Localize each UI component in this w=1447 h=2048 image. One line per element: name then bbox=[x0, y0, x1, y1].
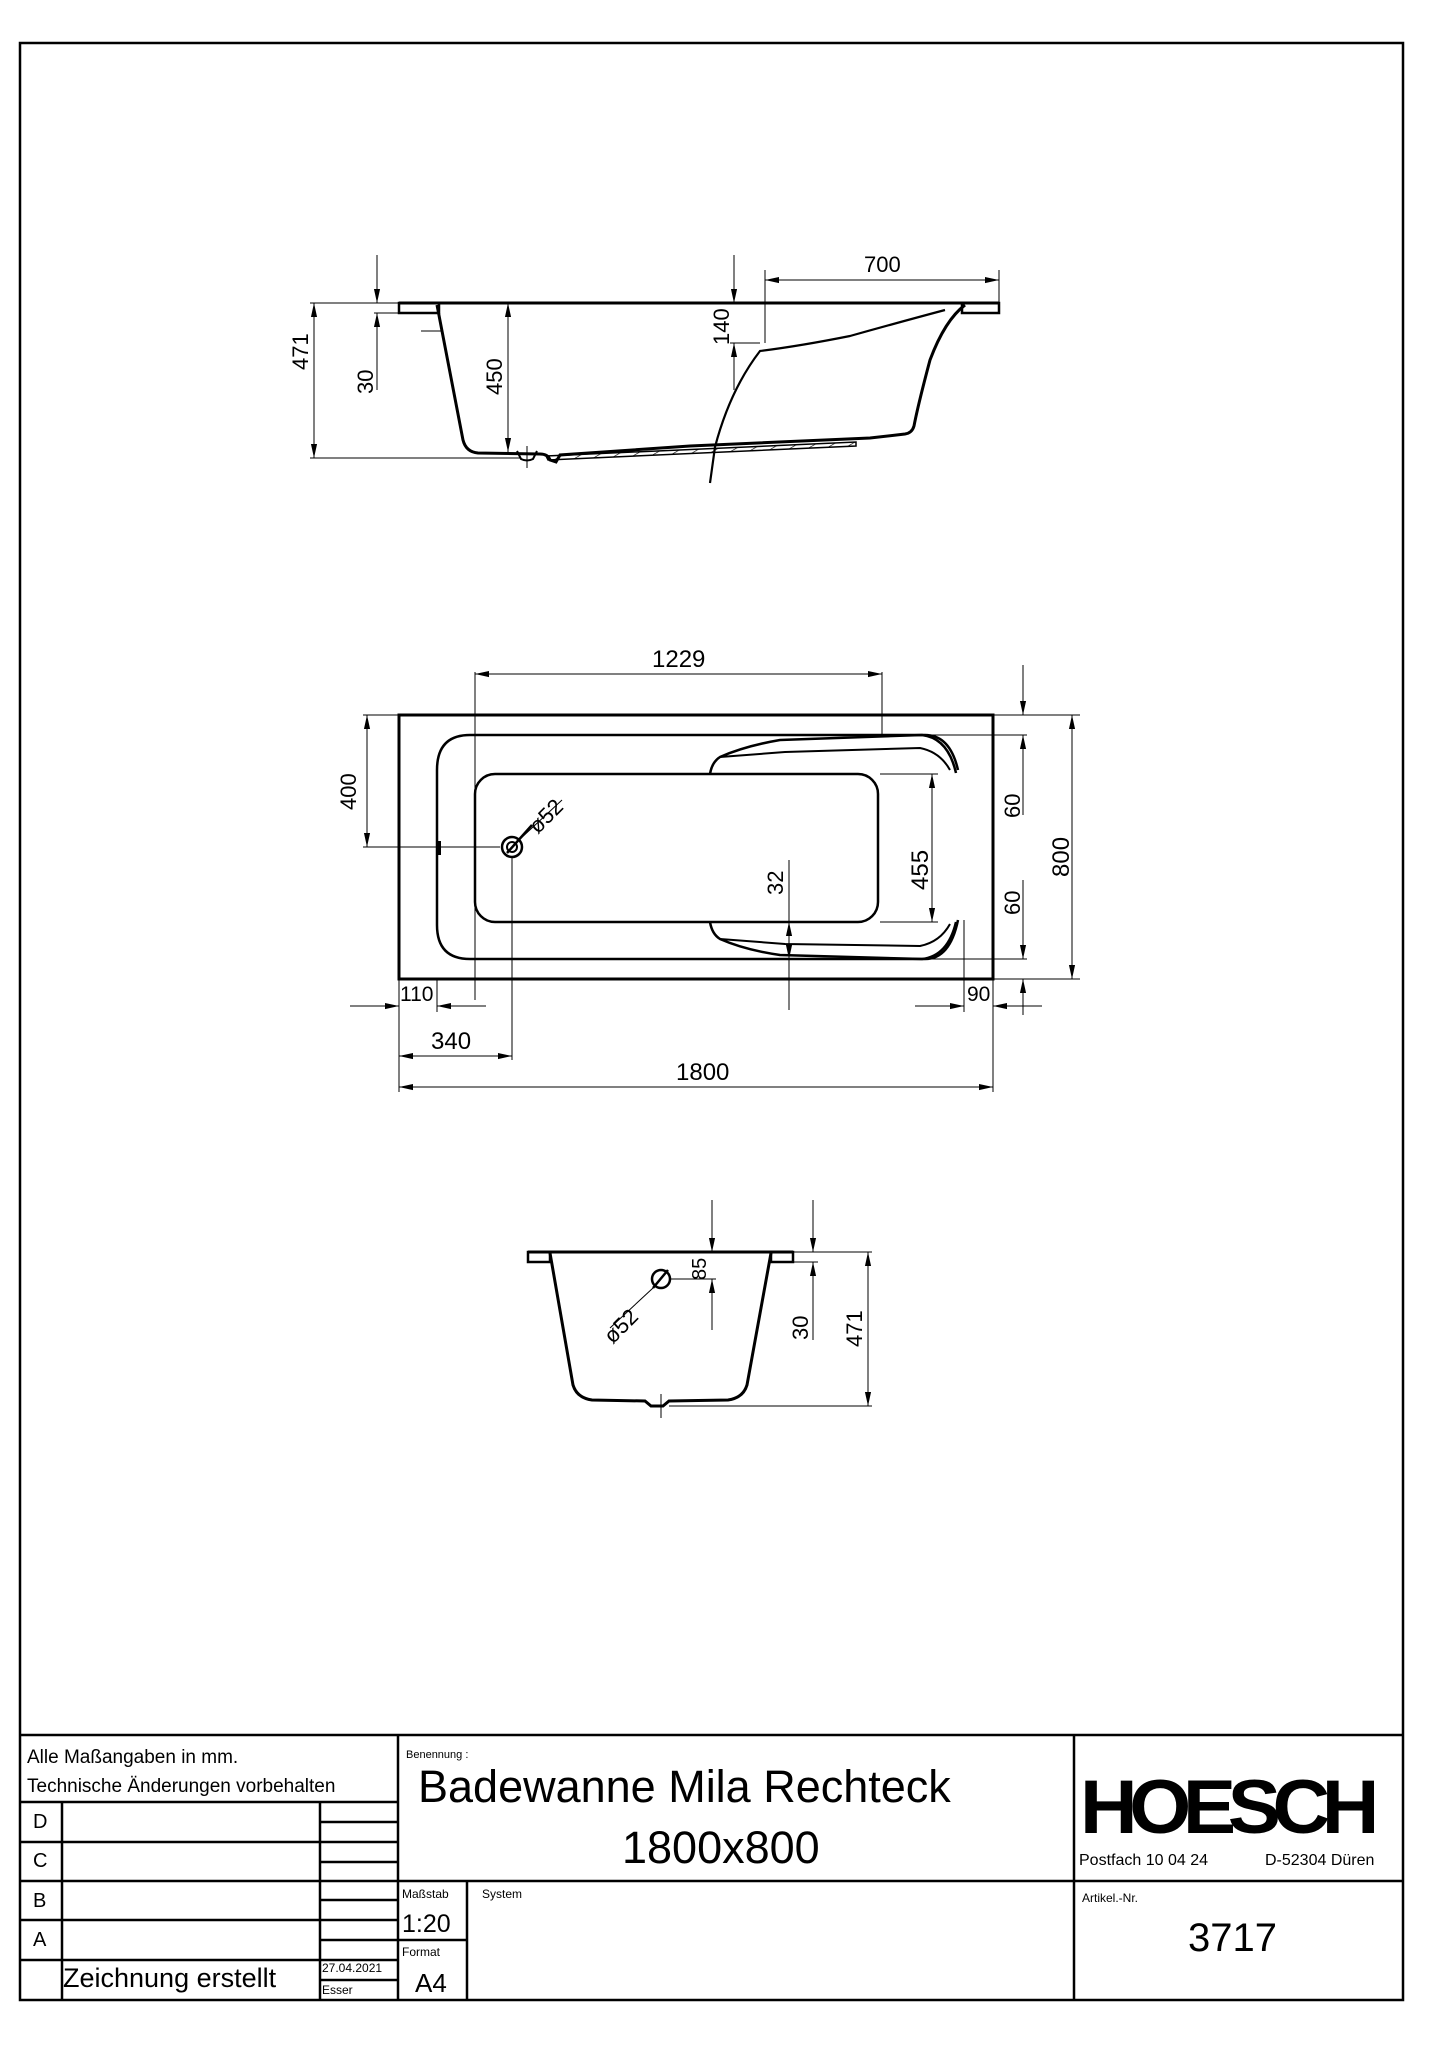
format-value: A4 bbox=[415, 1968, 447, 1998]
article-number: 3717 bbox=[1188, 1916, 1277, 1960]
name-label: Benennung : bbox=[406, 1749, 469, 1761]
scale-label: Maßstab bbox=[402, 1887, 449, 1901]
revision-letter-a: A bbox=[33, 1929, 47, 1951]
product-title: Badewanne Mila Rechteck bbox=[418, 1761, 951, 1812]
dim-85: 85 bbox=[689, 1257, 711, 1280]
dim-400: 400 bbox=[336, 773, 361, 810]
end-view-dimensions bbox=[609, 1200, 872, 1407]
dim-471-end: 471 bbox=[842, 1310, 867, 1347]
company-address-postfach: Postfach 10 04 24 bbox=[1079, 1852, 1208, 1869]
product-size: 1800x800 bbox=[622, 1822, 820, 1873]
dim-110: 110 bbox=[400, 983, 434, 1006]
drawing-author: Esser bbox=[322, 1983, 353, 1997]
dim-1229: 1229 bbox=[652, 646, 706, 673]
article-number-label: Artikel.-Nr. bbox=[1082, 1891, 1139, 1905]
dim-1800: 1800 bbox=[676, 1059, 730, 1086]
revision-letter-b: B bbox=[33, 1890, 47, 1912]
drawing-created-date: 27.04.2021 bbox=[322, 1961, 383, 1975]
dim-800: 800 bbox=[1048, 836, 1075, 877]
dim-450-side: 450 bbox=[482, 358, 507, 395]
note-technical-changes: Technische Änderungen vorbehalten bbox=[27, 1776, 336, 1797]
format-label: Format bbox=[402, 1945, 441, 1959]
dim-60-bottom: 60 bbox=[1000, 890, 1025, 915]
end-view bbox=[526, 1250, 795, 1418]
side-view-dimensions bbox=[310, 255, 1000, 459]
plan-view-dimensions bbox=[350, 665, 1080, 1092]
side-view bbox=[397, 301, 1001, 484]
scale-value: 1:20 bbox=[402, 1910, 451, 1938]
drawing-created-label: Zeichnung erstellt bbox=[63, 1963, 277, 1993]
dim-340: 340 bbox=[431, 1028, 472, 1055]
note-dimensions-in-mm: Alle Maßangaben in mm. bbox=[27, 1747, 239, 1768]
revision-letter-c: C bbox=[33, 1850, 48, 1872]
sheet-frame bbox=[18, 41, 1405, 2002]
revision-letter-d: D bbox=[33, 1811, 48, 1833]
dim-471-side: 471 bbox=[288, 333, 313, 370]
dim-90: 90 bbox=[967, 983, 991, 1006]
dim-60-top: 60 bbox=[1000, 793, 1025, 818]
title-block-grid bbox=[20, 1733, 1403, 2000]
dim-455: 455 bbox=[907, 849, 934, 890]
dim-30-end: 30 bbox=[788, 1315, 813, 1340]
dim-30-side: 30 bbox=[353, 369, 378, 394]
dim-32: 32 bbox=[763, 870, 788, 895]
dim-700-side: 700 bbox=[864, 252, 901, 277]
system-label: System bbox=[482, 1887, 523, 1901]
company-logo: HOESCH bbox=[1080, 1765, 1379, 1850]
dim-140-side: 140 bbox=[709, 308, 734, 345]
company-address-city: D-52304 Düren bbox=[1265, 1852, 1375, 1869]
